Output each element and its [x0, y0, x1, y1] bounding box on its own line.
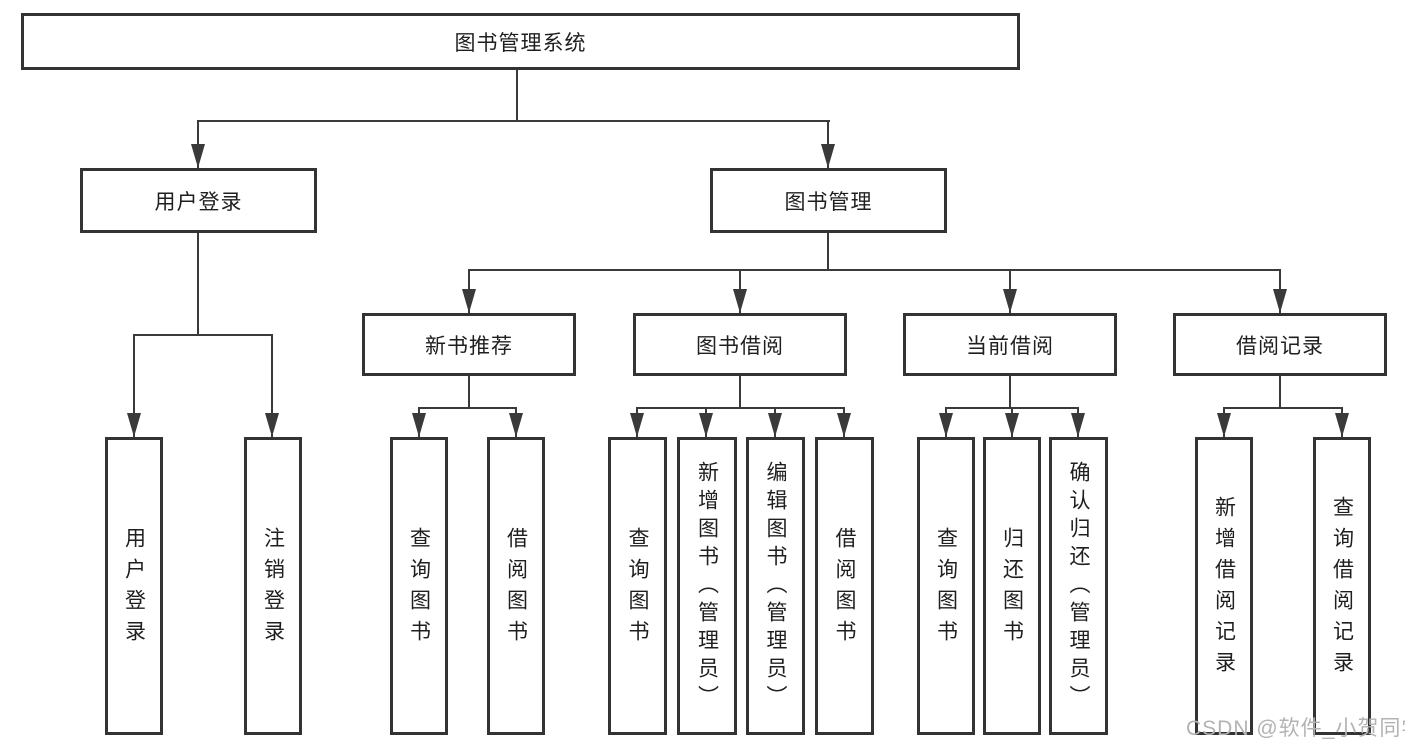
leaf-logout-login: 注销登录: [244, 437, 302, 735]
leaf-query-books: 查询图书: [917, 437, 975, 735]
leaf-query-books: 查询图书: [608, 437, 667, 735]
node-borrowing-records: 借阅记录: [1173, 313, 1387, 376]
connector-user-login-rail: [133, 334, 273, 336]
arrow-down-icon: [699, 413, 713, 437]
connector-leaf-drop: [271, 334, 273, 437]
connector-rail: [636, 407, 844, 409]
arrow-down-icon: [265, 413, 279, 437]
connector-root-stem: [516, 69, 518, 122]
arrow-down-icon: [939, 413, 953, 437]
arrow-down-icon: [1273, 289, 1287, 313]
node-new-book-recommend: 新书推荐: [362, 313, 576, 376]
leaf-edit-book-admin: 编辑图书（管理员）: [746, 437, 805, 735]
connector-user-login-stem: [197, 233, 199, 336]
arrow-down-icon: [127, 413, 141, 437]
leaf-borrow-books: 借阅图书: [487, 437, 545, 735]
arrow-down-icon: [768, 413, 782, 437]
connector-rail: [1223, 407, 1343, 409]
connector-level2-rail: [197, 120, 830, 122]
leaf-query-books: 查询图书: [390, 437, 448, 735]
arrow-down-icon: [509, 413, 523, 437]
connector-book-mgmt-stem: [827, 233, 829, 271]
connector-level3-rail: [468, 269, 1281, 271]
leaf-add-book-admin: 新增图书（管理员）: [677, 437, 737, 735]
arrow-down-icon: [837, 413, 851, 437]
connector-leaf-drop: [133, 334, 135, 437]
leaf-borrow-books: 借阅图书: [815, 437, 874, 735]
arrow-down-icon: [462, 289, 476, 313]
connector-stem: [468, 376, 470, 408]
leaf-return-books: 归还图书: [983, 437, 1041, 735]
arrow-down-icon: [1335, 413, 1349, 437]
arrow-down-icon: [821, 144, 835, 168]
leaf-confirm-return-admin: 确认归还（管理员）: [1049, 437, 1108, 735]
connector-stem: [1279, 376, 1281, 408]
arrow-down-icon: [1071, 413, 1085, 437]
arrow-down-icon: [733, 289, 747, 313]
node-library-management-system: 图书管理系统: [21, 13, 1020, 70]
arrow-down-icon: [1005, 413, 1019, 437]
arrow-down-icon: [412, 413, 426, 437]
node-user-login: 用户登录: [80, 168, 317, 233]
node-book-borrowing: 图书借阅: [633, 313, 847, 376]
connector-stem: [739, 376, 741, 408]
leaf-query-borrow-record: 查询借阅记录: [1313, 437, 1371, 735]
node-book-management: 图书管理: [710, 168, 947, 233]
arrow-down-icon: [1003, 289, 1017, 313]
connector-stem: [1009, 376, 1011, 408]
connector-rail: [418, 407, 517, 409]
arrow-down-icon: [191, 144, 205, 168]
arrow-down-icon: [630, 413, 644, 437]
leaf-user-login: 用户登录: [105, 437, 163, 735]
csdn-watermark: CSDN @软件_小贺同学: [1186, 717, 1405, 740]
leaf-add-borrow-record: 新增借阅记录: [1195, 437, 1253, 735]
node-current-borrowing: 当前借阅: [903, 313, 1117, 376]
arrow-down-icon: [1217, 413, 1231, 437]
